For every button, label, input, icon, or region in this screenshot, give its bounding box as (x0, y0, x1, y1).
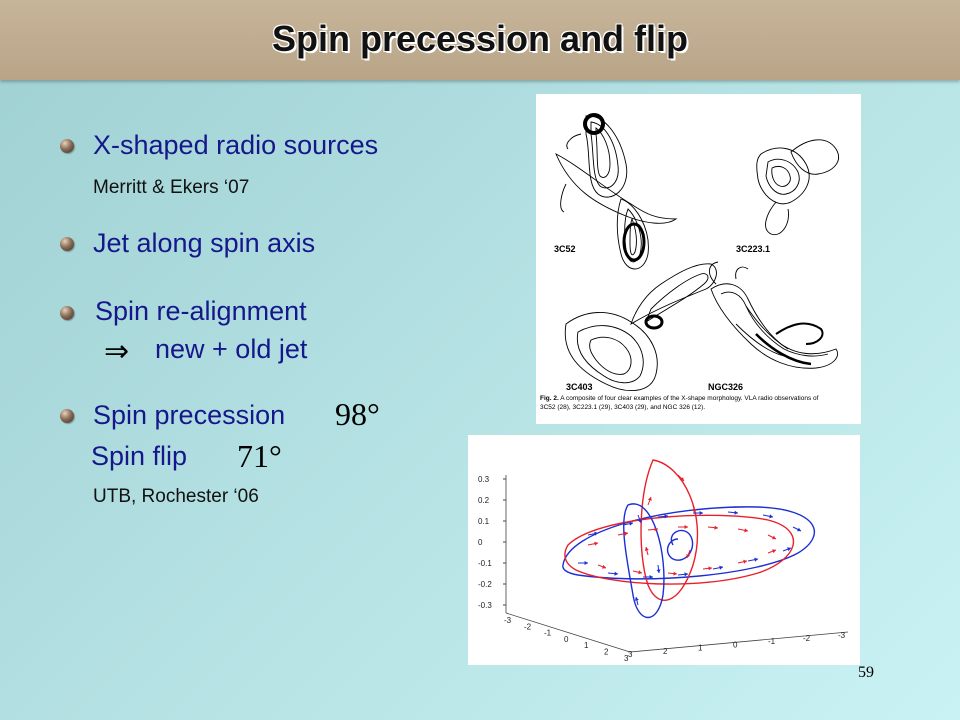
blue-vector-head (656, 569, 661, 573)
z-tick-label: -0.1 (478, 559, 492, 568)
red-vector-head (602, 564, 606, 569)
y-tick-label: -3 (838, 631, 846, 640)
bullet-newold: new + old jet (155, 334, 308, 364)
precession-angle: 98° (335, 396, 380, 432)
bullet-precession: Spin precession (93, 400, 286, 430)
red-vector-head (647, 497, 652, 501)
y-tick-label: 2 (663, 647, 668, 656)
radio-contour-image: 3C52 3C223.1 3C403 NGC326 Fig. 2. A comp… (540, 113, 839, 411)
slide-number: 59 (858, 664, 874, 681)
bullet-icon (60, 139, 74, 153)
z-tick-label: -0.2 (478, 580, 492, 589)
slide-title: Spin precession and flip (271, 18, 689, 59)
caption-fig: Fig. 2. (540, 395, 559, 402)
blue-spiral (666, 529, 694, 561)
red-vector-head (673, 571, 677, 576)
x-tick-label: -3 (504, 616, 512, 625)
x-tick-label: 0 (564, 635, 569, 644)
svg-text:Fig. 2. A composite of four cl: Fig. 2. A composite of four clear exampl… (540, 395, 819, 402)
implies-arrow-icon: ⇒ (104, 334, 130, 369)
red-vector-head (772, 549, 776, 554)
bullet-icon (60, 409, 74, 423)
red-vector-head (686, 554, 691, 558)
blue-vector-head (664, 514, 668, 519)
reference-utb: UTB, Rochester ‘06 (93, 486, 259, 507)
red-vector-head (644, 547, 649, 551)
caption-line1: A composite of four clear examples of th… (560, 395, 818, 402)
blue-vector-head (754, 557, 758, 562)
z-tick-label: 0 (478, 538, 483, 547)
red-vector-head (708, 566, 712, 571)
red-vector-head (684, 524, 688, 530)
label-ngc326: NGC326 (708, 382, 743, 392)
blue-orbit (562, 506, 815, 580)
red-vector-head (638, 570, 642, 575)
blue-vector-head (629, 521, 633, 526)
y-tick-label: -1 (768, 637, 776, 646)
bullet-jet: Jet along spin axis (93, 228, 316, 258)
red-vector-head (744, 528, 748, 533)
y-tick-label: 1 (698, 644, 703, 653)
red-vector-head (743, 559, 747, 564)
red-vector-head (594, 541, 598, 546)
red-vector-head (772, 535, 776, 540)
x-tick-label: -1 (544, 629, 552, 638)
radio-sources-figure: 3C52 3C223.1 3C403 NGC326 Fig. 2. A comp… (536, 94, 861, 424)
z-tick-label: 0.2 (478, 496, 490, 505)
bullet-realign: Spin re-alignment (95, 296, 307, 326)
blue-vector-head (699, 510, 703, 516)
y-tick-label: -2 (803, 634, 811, 643)
z-tick-label: -0.3 (478, 601, 492, 610)
red-vector-head (680, 477, 684, 481)
z-tick-label: 0.3 (478, 475, 490, 484)
x-tick-label: 2 (604, 648, 609, 657)
blue-vector-head (634, 597, 639, 601)
red-vector-head (692, 509, 697, 513)
blue-vector-head (797, 527, 801, 532)
y-tick-label: 0 (733, 640, 738, 649)
red-orbit (564, 514, 795, 585)
label-3c403: 3C403 (566, 382, 593, 392)
blue-vector-head (584, 560, 588, 566)
blue-vector-head (719, 565, 723, 570)
x-tick-label: 3 (624, 654, 629, 663)
z-tick-label: 0.1 (478, 517, 490, 526)
spin-trajectory-plot: 0.3 0.2 0.1 0 -0.1 -0.2 -0.3 -3 -2 -1 0 1 2 3 3 2 1 0 -1… (478, 459, 849, 663)
blue-vector-head (787, 547, 791, 552)
red-vector-head (654, 527, 658, 532)
title-bar: Spin precession and flip (0, 0, 960, 80)
label-3c52: 3C52 (554, 244, 576, 254)
spin-3d-plot: 0.3 0.2 0.1 0 -0.1 -0.2 -0.3 -3 -2 -1 0 1 2 3 3 2 1 0 -1… (468, 435, 860, 665)
y-tick-label: 3 (628, 650, 633, 659)
blue-vector-head (637, 519, 642, 523)
flip-angle: 71° (237, 438, 282, 474)
blue-vector-head (614, 571, 618, 576)
bullet-flip: Spin flip (91, 441, 188, 471)
reference-merritt: Merritt & Ekers ‘07 (93, 177, 250, 198)
x-tick-label: 1 (584, 641, 589, 650)
caption-line2: 3C52 (28), 3C223.1 (29), 3C403 (29), and… (540, 404, 705, 411)
blue-vector-head (734, 510, 738, 515)
blue-vector-head (649, 574, 653, 580)
blue-loop (623, 503, 665, 618)
blue-vector-head (594, 531, 598, 536)
blue-vector-head (769, 514, 773, 519)
red-vector-head (714, 525, 718, 530)
label-3c223: 3C223.1 (736, 244, 770, 254)
bullet-icon (60, 237, 74, 251)
blue-vector-head (684, 572, 688, 577)
red-vector-head (624, 531, 628, 536)
bullet-icon (60, 306, 74, 320)
bullet-xshaped: X-shaped radio sources (93, 130, 379, 160)
x-tick-label: -2 (524, 622, 532, 631)
